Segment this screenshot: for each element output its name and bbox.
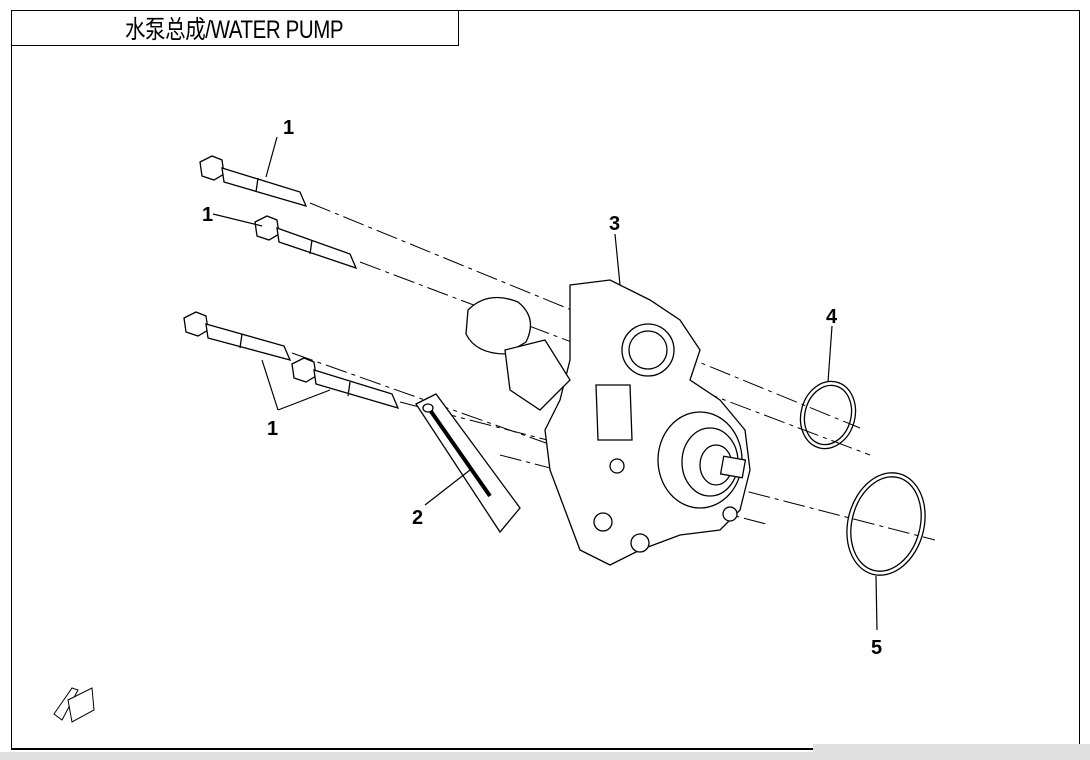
bracket xyxy=(415,393,521,534)
o-ring-small xyxy=(799,380,857,450)
page-title: 水泵总成/WATER PUMP xyxy=(125,15,344,44)
o-ring-large xyxy=(846,472,926,576)
callout-1-second: 1 xyxy=(202,204,213,226)
bolt-lower-b xyxy=(291,357,400,410)
callout-1-lower: 1 xyxy=(267,418,278,440)
title-box: 水泵总成/WATER PUMP xyxy=(11,10,459,46)
bolt-top xyxy=(199,155,308,208)
bolt-lower-a xyxy=(183,311,292,361)
drawing-frame xyxy=(11,10,1080,750)
callout-5: 5 xyxy=(871,637,882,659)
leader-lines xyxy=(212,136,878,631)
callout-1-top: 1 xyxy=(283,117,294,139)
callout-4: 4 xyxy=(826,306,838,328)
callout-3: 3 xyxy=(609,213,620,235)
callout-2: 2 xyxy=(412,507,423,529)
bottom-gray-patch xyxy=(813,744,1090,754)
water-pump-body xyxy=(465,279,751,566)
bottom-gray-strip xyxy=(0,752,1090,760)
fwd-direction-icon xyxy=(53,687,95,723)
bolt-second xyxy=(254,215,358,270)
